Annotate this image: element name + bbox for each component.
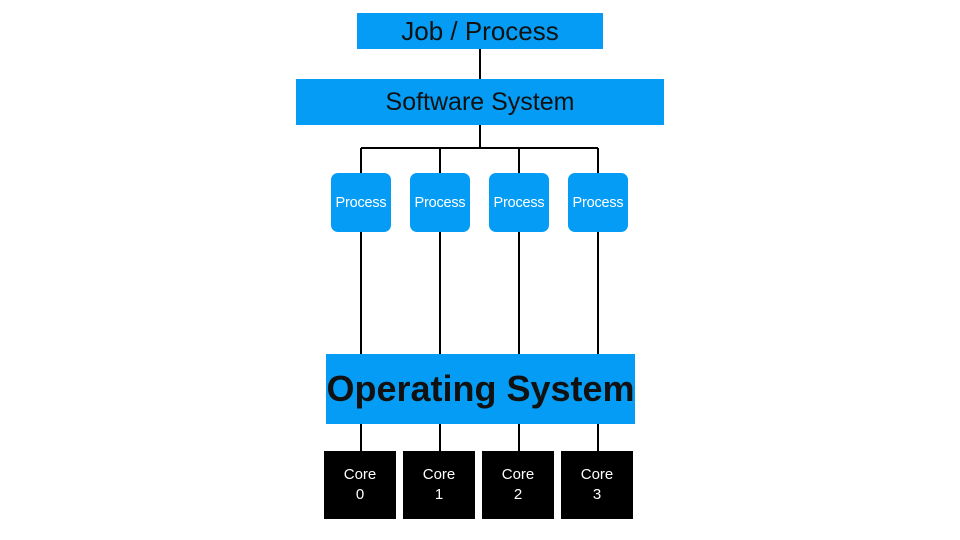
core-box-0: Core 0 [324, 451, 396, 519]
process-label: Process [493, 194, 545, 211]
core-name: Core [422, 466, 456, 483]
core-number: 3 [592, 486, 602, 503]
core-number: 0 [355, 486, 365, 503]
core-name: Core [343, 466, 377, 483]
process-label: Process [572, 194, 624, 211]
software-system-box: Software System [296, 79, 664, 125]
process-box-3: Process [568, 173, 628, 232]
operating-system-box: Operating System [326, 354, 635, 424]
job-process-label: Job / Process [401, 15, 559, 46]
process-box-0: Process [331, 173, 391, 232]
operating-system-label: Operating System [326, 368, 635, 409]
core-box-3: Core 3 [561, 451, 633, 519]
process-box-1: Process [410, 173, 470, 232]
job-process-box: Job / Process [357, 13, 603, 49]
core-number: 1 [434, 486, 444, 503]
core-box-2: Core 2 [482, 451, 554, 519]
core-number: 2 [513, 486, 523, 503]
process-label: Process [414, 194, 466, 211]
core-box-1: Core 1 [403, 451, 475, 519]
software-system-label: Software System [385, 87, 575, 116]
core-name: Core [580, 466, 614, 483]
process-box-2: Process [489, 173, 549, 232]
core-name: Core [501, 466, 535, 483]
process-label: Process [335, 194, 387, 211]
